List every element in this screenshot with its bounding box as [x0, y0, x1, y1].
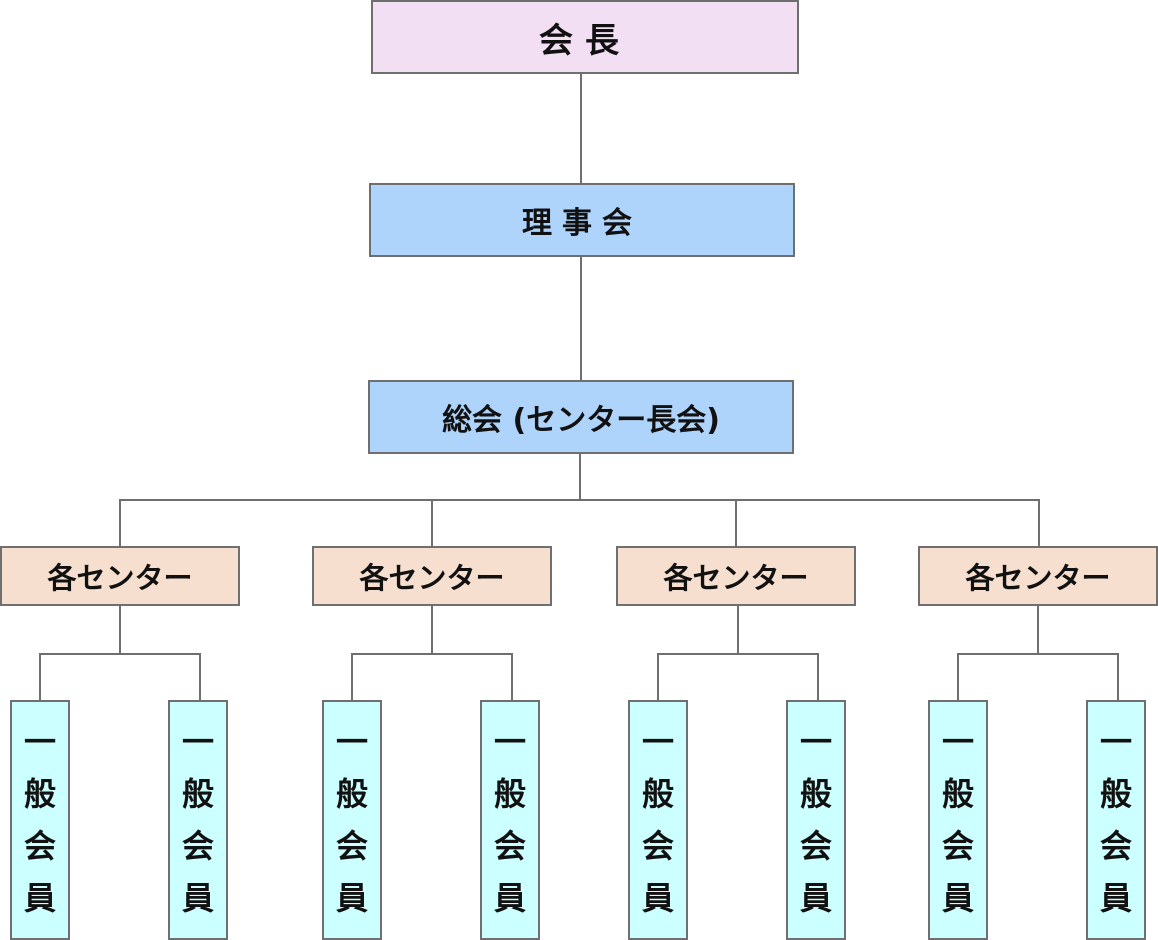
center-box-2: 各センター — [312, 546, 552, 606]
member-char: 会 — [641, 827, 674, 865]
center-box-4: 各センター — [918, 546, 1158, 606]
connector-bus-center-4 — [1038, 499, 1040, 548]
center-label: 各センター — [359, 561, 505, 595]
member-char: 員 — [181, 879, 214, 917]
connector-member-2b — [511, 653, 513, 701]
member-char: 一 — [181, 723, 214, 761]
connector-member-4a — [957, 653, 959, 701]
connector-board-assembly — [580, 256, 582, 381]
member-char: 員 — [799, 879, 832, 917]
member-box: 一 般 会 員 — [928, 700, 988, 940]
member-char: 会 — [1099, 827, 1132, 865]
member-char: 員 — [23, 879, 56, 917]
connector-chair-board — [580, 72, 582, 184]
connector-member-1a — [39, 653, 41, 701]
member-char: 般 — [799, 775, 832, 813]
member-char: 般 — [181, 775, 214, 813]
connector-center-4-members — [957, 653, 1119, 655]
member-char: 般 — [493, 775, 526, 813]
center-box-3: 各センター — [616, 546, 856, 606]
member-box: 一 般 会 員 — [322, 700, 382, 940]
connector-member-1b — [199, 653, 201, 701]
member-char: 会 — [181, 827, 214, 865]
member-char: 般 — [941, 775, 974, 813]
center-label: 各センター — [663, 561, 809, 595]
board-box: 理事会 — [369, 183, 795, 257]
connector-bus-center-2 — [431, 499, 433, 548]
member-char: 一 — [1099, 723, 1132, 761]
connector-center-2-down — [431, 604, 433, 654]
connector-center-3-members — [657, 653, 819, 655]
connector-member-3a — [657, 653, 659, 701]
member-box: 一 般 会 員 — [480, 700, 540, 940]
connector-bus-center-1 — [119, 499, 121, 548]
member-char: 般 — [335, 775, 368, 813]
connector-center-bus — [119, 499, 1040, 501]
chair-label: 会長 — [539, 20, 631, 61]
member-char: 一 — [799, 723, 832, 761]
connector-center-2-members — [351, 653, 513, 655]
member-box: 一 般 会 員 — [786, 700, 846, 940]
member-box: 一 般 会 員 — [168, 700, 228, 940]
member-box: 一 般 会 員 — [628, 700, 688, 940]
connector-member-4b — [1117, 653, 1119, 701]
center-label: 各センター — [47, 561, 193, 595]
center-box-1: 各センター — [0, 546, 240, 606]
member-char: 会 — [335, 827, 368, 865]
center-label: 各センター — [965, 561, 1111, 595]
member-char: 一 — [641, 723, 674, 761]
connector-member-3b — [817, 653, 819, 701]
member-char: 員 — [1099, 879, 1132, 917]
chair-box: 会長 — [371, 0, 799, 74]
connector-center-1-down — [119, 604, 121, 654]
member-char: 員 — [941, 879, 974, 917]
member-box: 一 般 会 員 — [1086, 700, 1146, 940]
member-char: 般 — [23, 775, 56, 813]
member-char: 一 — [335, 723, 368, 761]
board-label: 理事会 — [522, 206, 642, 241]
connector-bus-center-3 — [735, 499, 737, 548]
member-char: 般 — [641, 775, 674, 813]
member-char: 一 — [493, 723, 526, 761]
assembly-label: 総会 (センター長会) — [442, 403, 720, 438]
member-char: 員 — [335, 879, 368, 917]
member-char: 員 — [641, 879, 674, 917]
member-char: 会 — [493, 827, 526, 865]
member-char: 会 — [23, 827, 56, 865]
connector-assembly-bus — [579, 453, 581, 501]
connector-center-4-down — [1037, 604, 1039, 654]
member-char: 一 — [23, 723, 56, 761]
member-char: 般 — [1099, 775, 1132, 813]
connector-center-1-members — [39, 653, 201, 655]
connector-center-3-down — [737, 604, 739, 654]
member-char: 会 — [941, 827, 974, 865]
member-char: 会 — [799, 827, 832, 865]
assembly-box: 総会 (センター長会) — [368, 380, 794, 454]
member-box: 一 般 会 員 — [10, 700, 70, 940]
member-char: 一 — [941, 723, 974, 761]
member-char: 員 — [493, 879, 526, 917]
connector-member-2a — [351, 653, 353, 701]
